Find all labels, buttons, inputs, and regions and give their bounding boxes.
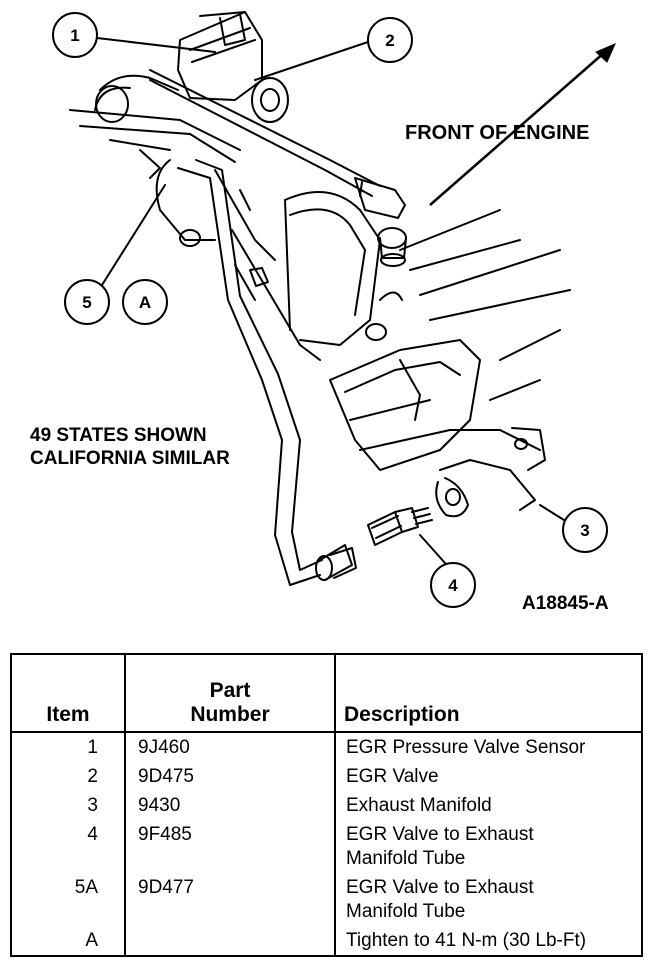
cell-item: 5A: [11, 873, 126, 926]
header-part-number: Part Number: [125, 654, 336, 733]
cell-description-line1: EGR Valve: [346, 766, 439, 787]
figure-id-label: A18845-A: [522, 593, 609, 614]
callout-circle-3: [562, 507, 608, 553]
cell-item: 4: [11, 820, 126, 873]
egr-valve-drawing: [69, 11, 381, 197]
cell-part-number: 9D475: [125, 762, 336, 791]
parts-table: Item Part Number Description 1 9J460 EGR…: [10, 653, 643, 957]
header-description: Description: [335, 654, 642, 733]
callout-number-3: 3: [580, 521, 589, 540]
cell-item: 1: [11, 732, 126, 762]
cell-description-line2: Manifold Tube: [346, 848, 466, 869]
cell-item: A: [11, 926, 126, 956]
leader-line-4: [419, 534, 446, 564]
cell-description-line2: Manifold Tube: [346, 901, 466, 922]
callout-number-4: 4: [448, 576, 458, 595]
table-row: 3 9430 Exhaust Manifold: [11, 791, 642, 820]
table-row: 1 9J460 EGR Pressure Valve Sensor: [11, 732, 642, 762]
callout-number-2: 2: [385, 31, 394, 50]
table-row: A Tighten to 41 N-m (30 Lb-Ft): [11, 926, 642, 956]
callout-circle-5: [64, 279, 110, 325]
states-note-line1: 49 STATES SHOWN: [30, 425, 207, 446]
tube-fitting-drawing: [367, 507, 433, 546]
cell-part-number: 9F485: [125, 820, 336, 873]
exhaust-manifold-drawing: [329, 329, 561, 518]
table-row: 2 9D475 EGR Valve: [11, 762, 642, 791]
header-item: Item: [11, 654, 126, 733]
cell-description-line1: Exhaust Manifold: [346, 795, 492, 816]
header-part-number-line1: Part: [209, 679, 251, 702]
cell-description-line1: EGR Valve to Exhaust: [346, 824, 534, 845]
engine-illustration: 1 2 3 4 5 A: [52, 11, 616, 608]
cell-description-line1: EGR Valve to Exhaust: [346, 877, 534, 898]
cell-part-number: 9D477: [125, 873, 336, 926]
cell-item: 3: [11, 791, 126, 820]
egr-tube-drawing: [177, 159, 357, 586]
intake-manifold-drawing: [155, 159, 571, 361]
callout-circle-4: [430, 562, 476, 608]
cell-description: EGR Valve to Exhaust Manifold Tube: [335, 873, 642, 926]
callout-circle-1: [52, 12, 98, 58]
leader-line-1: [96, 37, 216, 53]
table-row: 4 9F485 EGR Valve to Exhaust Manifold Tu…: [11, 820, 642, 873]
cell-part-number: 9430: [125, 791, 336, 820]
callout-letter-a: A: [139, 293, 151, 312]
leader-line-3: [539, 504, 565, 521]
cell-description: EGR Valve: [335, 762, 642, 791]
callout-number-1: 1: [70, 26, 79, 45]
parts-table-header: Item Part Number Description: [11, 654, 642, 733]
cell-description: EGR Valve to Exhaust Manifold Tube: [335, 820, 642, 873]
cell-description-line1: EGR Pressure Valve Sensor: [346, 737, 586, 758]
cell-description-line1: Tighten to 41 N-m (30 Lb-Ft): [346, 930, 587, 951]
cell-part-number: 9J460: [125, 732, 336, 762]
cell-description: EGR Pressure Valve Sensor: [335, 732, 642, 762]
cell-description: Exhaust Manifold: [335, 791, 642, 820]
states-note-line2: CALIFORNIA SIMILAR: [30, 448, 230, 469]
cell-description: Tighten to 41 N-m (30 Lb-Ft): [335, 926, 642, 956]
engine-diagram: 1 2 3 4 5 A FRONT OF ENGINE 49 STATES SH…: [30, 11, 616, 614]
leader-line-5: [101, 184, 166, 286]
front-of-engine-label: FRONT OF ENGINE: [405, 122, 590, 144]
leader-line-2: [254, 41, 369, 81]
header-part-number-line2: Number: [190, 703, 270, 726]
cell-part-number: [125, 926, 336, 956]
callout-circle-a: [122, 279, 168, 325]
front-of-engine-arrow: [429, 43, 616, 206]
callout-number-5: 5: [82, 293, 91, 312]
table-row: 5A 9D477 EGR Valve to Exhaust Manifold T…: [11, 873, 642, 926]
states-note: 49 STATES SHOWN CALIFORNIA SIMILAR: [30, 424, 230, 470]
cell-item: 2: [11, 762, 126, 791]
callout-circle-2: [367, 17, 413, 63]
